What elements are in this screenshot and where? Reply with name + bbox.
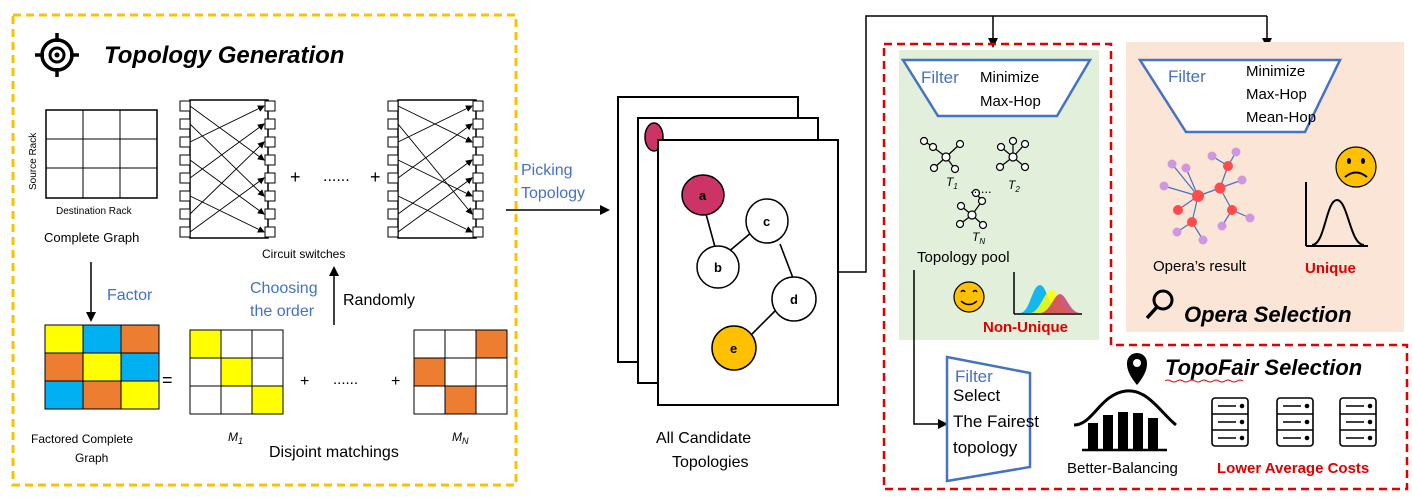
maxhop-filter-funnel — [900, 58, 1093, 118]
t2-label: T2 — [1008, 178, 1020, 194]
choosing-label: Choosing — [250, 280, 318, 297]
matching-mn — [413, 329, 508, 415]
topofair-filter-funnel — [945, 355, 1032, 483]
pin-icon — [1127, 353, 1147, 385]
opera-result-label: Opera’s result — [1153, 258, 1247, 275]
picking-label: Picking — [521, 162, 573, 179]
topology-label: Topology — [521, 185, 585, 202]
ellipsis-2: ...... — [333, 371, 358, 388]
tn-label: TN — [972, 230, 985, 246]
topofair-line2: The Fairest — [953, 412, 1039, 431]
node-e — [711, 325, 757, 371]
node-c — [745, 198, 789, 244]
target-icon — [35, 33, 79, 77]
the-order-label: the order — [250, 303, 315, 320]
opera-unique-label: Unique — [1305, 260, 1356, 277]
factor-label: Factor — [107, 287, 153, 304]
graph-icon — [919, 136, 1030, 230]
topofair-underline — [1164, 379, 1244, 383]
factored-label-2: Graph — [75, 451, 108, 465]
maxhop-filter-label: Filter — [921, 68, 959, 87]
topofair-line3: topology — [953, 438, 1018, 457]
disjoint-matchings-label: Disjoint matchings — [269, 444, 399, 461]
equals-sign: = — [162, 370, 173, 390]
pool-connector — [913, 270, 948, 429]
opera-line3: Mean-Hop — [1246, 109, 1316, 126]
complete-graph-grid — [45, 109, 158, 199]
maxhop-line2: Max-Hop — [980, 93, 1041, 110]
node-a — [681, 174, 725, 216]
factored-label-1: Factored Complete — [31, 432, 133, 446]
opera-line2: Max-Hop — [1246, 86, 1307, 103]
all-candidate-label: All Candidate — [656, 430, 751, 447]
pool-dots: ...... — [970, 181, 992, 196]
topofair-filter-label: Filter — [955, 367, 993, 386]
node-c-label: c — [763, 214, 770, 229]
randomly-label: Randomly — [343, 292, 415, 309]
opera-filter-funnel — [1137, 58, 1342, 134]
node-d — [771, 276, 817, 322]
opera-filter-label: Filter — [1168, 67, 1206, 86]
non-unique-label: Non-Unique — [983, 319, 1068, 336]
topology-generation-panel — [11, 13, 518, 487]
opera-line1: Minimize — [1246, 63, 1305, 80]
ellipsis-1: ...... — [323, 168, 350, 185]
source-rack-label: Source Rack — [28, 132, 39, 190]
topofair-line1: Select — [953, 386, 1001, 405]
circuit-switches-label: Circuit switches — [262, 247, 345, 261]
candidate-graph: a b c d e — [681, 174, 817, 371]
circuit-switch-1 — [179, 99, 276, 239]
topologies-label: Topologies — [672, 454, 749, 471]
node-e-label: e — [730, 341, 737, 356]
node-b — [696, 245, 740, 289]
t1-label: T1 — [946, 175, 958, 191]
opera-distribution-icon — [1305, 182, 1368, 247]
node-d-label: d — [790, 292, 798, 307]
topology-pool-label: Topology pool — [917, 249, 1010, 266]
bar-chart-icon — [1073, 389, 1177, 452]
sad-icon — [1335, 146, 1377, 188]
node-b-label: b — [714, 260, 722, 275]
plus-2: + — [370, 167, 381, 187]
plus-1: + — [290, 167, 301, 187]
opera-graph-icon — [1159, 147, 1255, 245]
topofair-selection-frame — [882, 42, 1409, 491]
complete-graph-label: Complete Graph — [44, 230, 139, 245]
plus-4: + — [391, 373, 400, 390]
opera-selection-title: Opera Selection — [1184, 302, 1352, 327]
maxhop-line1: Minimize — [980, 69, 1039, 86]
m1-label: M1 — [228, 430, 243, 446]
magnifier-icon — [1145, 289, 1174, 320]
plus-3: + — [300, 373, 309, 390]
distribution-icon — [1013, 272, 1082, 315]
smile-icon — [953, 281, 985, 313]
mn-label: MN — [452, 430, 469, 446]
destination-rack-label: Destination Rack — [56, 206, 133, 217]
matching-m1 — [189, 329, 284, 415]
topology-generation-title: Topology Generation — [104, 42, 344, 69]
server-icon — [1211, 397, 1377, 447]
topofair-title: TopoFair Selection — [1165, 355, 1362, 380]
better-balancing-label: Better-Balancing — [1067, 460, 1178, 477]
candidate-connector — [838, 15, 1272, 273]
circuit-switch-n — [387, 99, 484, 239]
lower-costs-label: Lower Average Costs — [1217, 460, 1369, 477]
node-a-label: a — [699, 188, 707, 203]
factored-graph-grid — [44, 324, 160, 410]
